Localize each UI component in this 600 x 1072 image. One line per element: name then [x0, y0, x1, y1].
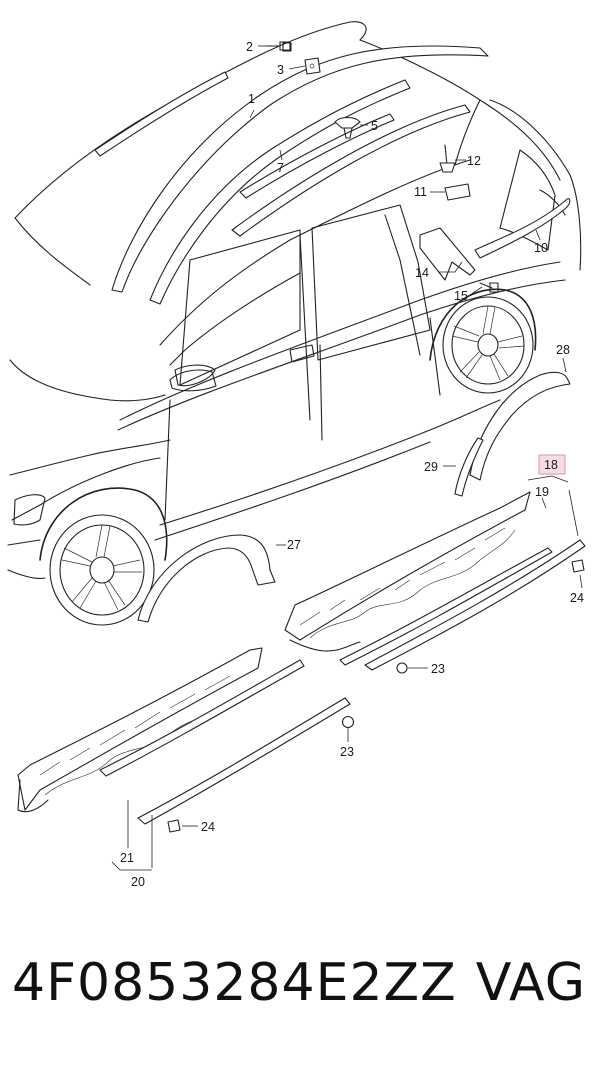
roof-rail-parts [94, 45, 489, 305]
callout-12: 12 [467, 154, 481, 168]
callout-10: 10 [534, 241, 548, 255]
fastener-parts [265, 41, 571, 293]
callout-23-front: 23 [340, 745, 354, 759]
highlight-box-18 [538, 454, 566, 475]
callout-21: 21 [120, 851, 134, 865]
wheel-arch-trims [137, 371, 571, 623]
callout-3: 3 [277, 63, 284, 77]
footer-caption: 4F0853284E2ZZ VAG [0, 945, 600, 1045]
callout-15: 15 [454, 289, 468, 303]
vehicle-outline [7, 21, 582, 579]
callout-29: 29 [424, 460, 438, 474]
parts-exploded-diagram: 1 2 3 5 7 10 11 12 14 15 18 19 20 21 23 … [7, 21, 586, 889]
callout-14: 14 [415, 266, 429, 280]
callout-19: 19 [535, 485, 549, 499]
side-sill-trim-rear [284, 491, 586, 674]
callout-11: 11 [414, 185, 427, 199]
callout-2: 2 [246, 40, 253, 54]
brand-name: VAG [475, 953, 586, 1013]
callout-20: 20 [131, 875, 145, 889]
callout-labels: 1 2 3 5 7 10 11 12 14 15 18 19 20 21 23 … [120, 40, 584, 889]
front-wheel [39, 487, 168, 626]
callout-24-rear: 24 [570, 591, 584, 605]
side-sill-trim-front [17, 647, 355, 833]
callout-7: 7 [277, 161, 284, 175]
callout-23-rear: 23 [431, 662, 445, 676]
callout-24-front: 24 [201, 820, 215, 834]
part-number: 4F0853284E2ZZ [12, 953, 457, 1013]
rear-wheel [429, 288, 537, 394]
callout-27: 27 [287, 538, 301, 552]
callout-1: 1 [248, 92, 255, 106]
callout-28: 28 [556, 343, 570, 357]
leader-lines [111, 45, 583, 871]
callout-18: 18 [544, 458, 558, 472]
callout-5: 5 [371, 119, 378, 133]
